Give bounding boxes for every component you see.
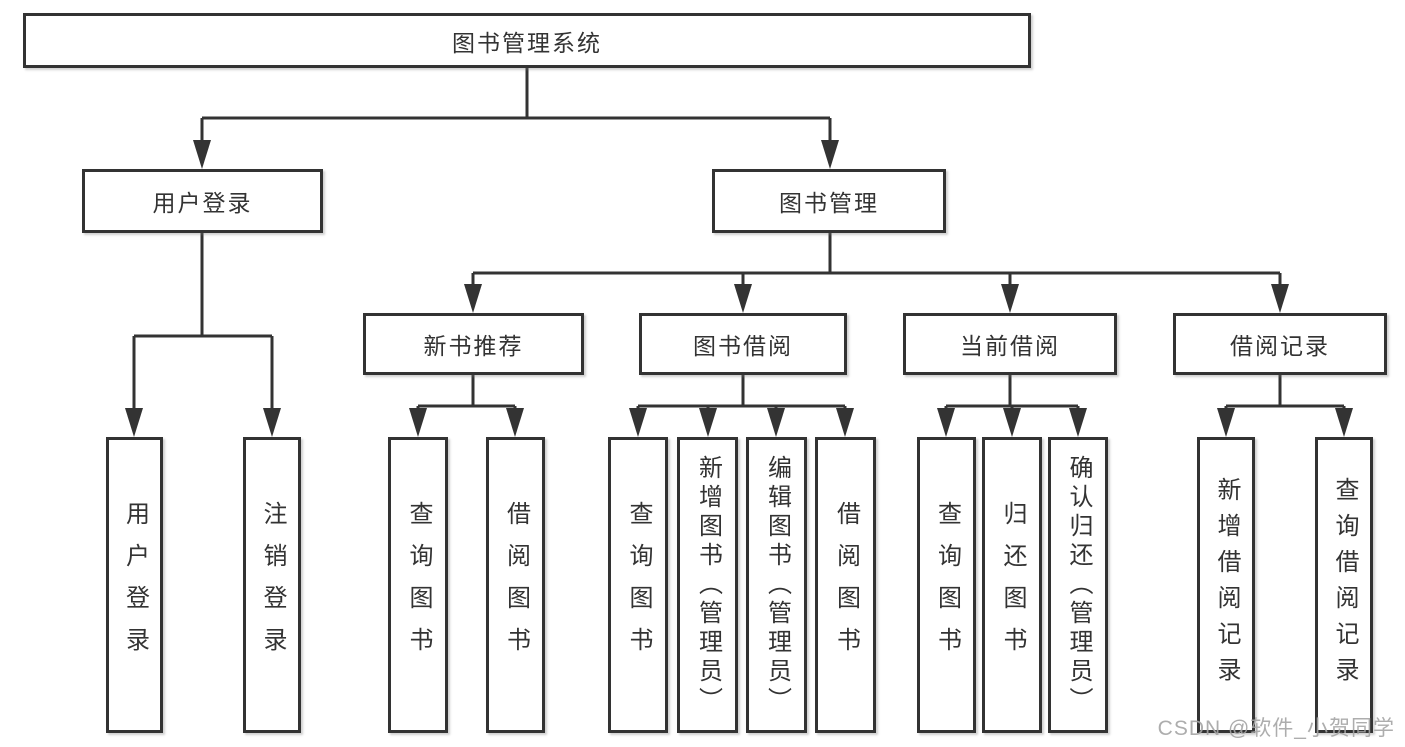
- node-label: 归还图书: [999, 501, 1026, 669]
- node-label: 图书管理: [779, 190, 879, 216]
- node-new-book-recommendation: 新书推荐: [363, 313, 584, 375]
- leaf-add-borrow-record: 新增借阅记录: [1197, 437, 1255, 733]
- leaf-add-books-admin: 新增图书（管理员）: [677, 437, 738, 733]
- leaf-query-books-current: 查询图书: [917, 437, 976, 733]
- leaf-logout: 注销登录: [243, 437, 301, 733]
- leaf-user-login: 用户登录: [106, 437, 163, 733]
- node-label: 查询图书: [405, 501, 432, 669]
- csdn-watermark: CSDN @软件_小贺同学: [1157, 717, 1395, 740]
- node-label: 查询图书: [933, 501, 961, 669]
- node-label: 图书管理系统: [452, 29, 602, 56]
- node-label: 用户登录: [152, 190, 253, 216]
- leaf-query-books-recommend: 查询图书: [388, 437, 448, 733]
- leaf-return-books: 归还图书: [982, 437, 1042, 733]
- node-label: 新增借阅记录: [1213, 477, 1240, 693]
- node-label: 查询借阅记录: [1331, 477, 1358, 693]
- node-label: 确认归还（管理员）: [1065, 454, 1092, 716]
- arrowheads: [125, 140, 1353, 437]
- node-book-management: 图书管理: [712, 169, 946, 233]
- node-library-management-system: 图书管理系统: [23, 13, 1031, 68]
- node-label: 借阅图书: [832, 501, 860, 669]
- leaf-query-borrow-record: 查询借阅记录: [1315, 437, 1373, 733]
- node-current-borrowing: 当前借阅: [903, 313, 1117, 375]
- node-label: 当前借阅: [960, 333, 1060, 359]
- node-label: 注销登录: [259, 501, 286, 669]
- leaf-borrow-books-recommend: 借阅图书: [486, 437, 545, 733]
- node-label: 图书借阅: [693, 333, 793, 359]
- node-label: 新书推荐: [423, 333, 524, 359]
- leaf-borrow-books: 借阅图书: [815, 437, 876, 733]
- leaf-edit-books-admin: 编辑图书（管理员）: [746, 437, 807, 733]
- node-label: 查询图书: [625, 501, 652, 669]
- node-book-borrowing: 图书借阅: [639, 313, 847, 375]
- leaf-confirm-return-admin: 确认归还（管理员）: [1048, 437, 1108, 733]
- leaf-query-books-borrowing: 查询图书: [608, 437, 668, 733]
- node-label: 新增图书（管理员）: [694, 454, 722, 716]
- node-user-login: 用户登录: [82, 169, 323, 233]
- node-label: 借阅记录: [1230, 333, 1330, 359]
- node-borrowing-records: 借阅记录: [1173, 313, 1387, 375]
- node-label: 编辑图书（管理员）: [763, 454, 791, 716]
- node-label: 借阅图书: [502, 501, 530, 669]
- node-label: 用户登录: [121, 501, 149, 669]
